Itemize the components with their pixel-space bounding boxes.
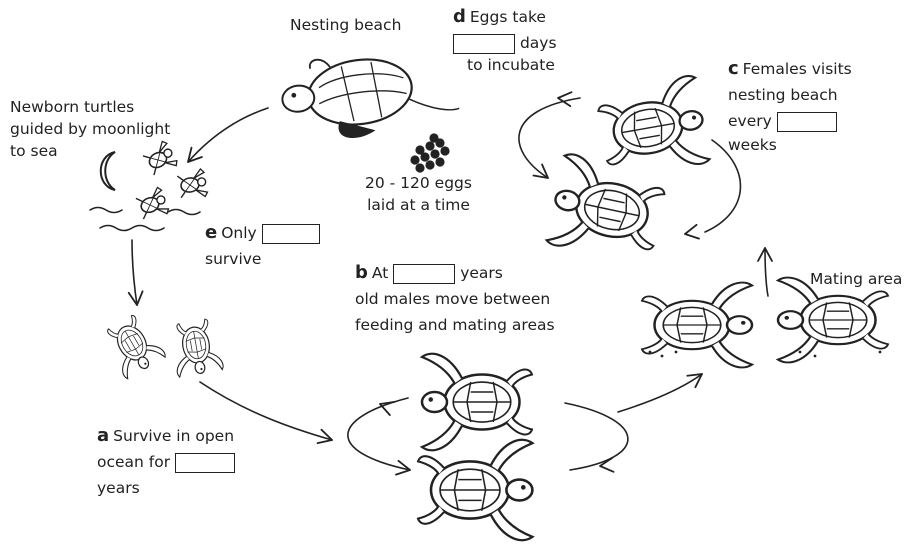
question-e-letter: e	[205, 222, 217, 243]
hatchling-2	[177, 168, 208, 200]
mating-area-label: Mating area	[810, 268, 902, 290]
arrow-beach-to-newborns	[188, 108, 268, 162]
question-b-letter: b	[355, 262, 368, 283]
mating-ground-dots	[649, 351, 882, 358]
question-d-line-1: Eggs take	[470, 8, 546, 26]
question-e-line-1: Only	[221, 224, 257, 242]
question-c-line-2: nesting beach	[728, 84, 852, 106]
eggs-cluster-icon	[410, 133, 449, 172]
newborn-line-1: Newborn turtles	[10, 96, 170, 118]
feeding-turtle-bottom	[418, 440, 532, 540]
question-c-line-1: Females visits	[743, 60, 852, 78]
question-c-letter: c	[728, 58, 739, 79]
mating-turtle-right	[778, 278, 888, 363]
eggs-laid-line-2: laid at a time	[365, 194, 472, 216]
nesting-turtle	[277, 41, 461, 147]
question-d-line-2: days	[520, 34, 557, 52]
nesting-beach-label: Nesting beach	[290, 14, 401, 36]
question-b-line-2: old males move between	[355, 288, 555, 310]
question-a-letter: a	[97, 425, 109, 446]
answer-box-d[interactable]	[453, 34, 515, 54]
newborn-label: Newborn turtles guided by moonlight to s…	[10, 96, 170, 162]
question-b-line-1a: At	[372, 264, 388, 282]
juvenile-turtle-1	[100, 311, 166, 380]
arrow-feeding-loop-left	[348, 398, 410, 470]
answer-box-a[interactable]	[175, 453, 235, 473]
question-b-line-3: feeding and mating areas	[355, 314, 555, 336]
juvenile-turtle-2	[169, 317, 224, 377]
newborn-line-2: guided by moonlight	[10, 118, 170, 140]
mating-turtle-left	[642, 283, 752, 368]
arrow-mating-up	[765, 248, 768, 296]
question-a-line-1: Survive in open	[113, 427, 234, 445]
eggs-laid-label: 20 - 120 eggs laid at a time	[365, 172, 472, 216]
arrow-to-mating	[618, 374, 702, 412]
question-c-line-3: every	[728, 112, 772, 130]
question-c-line-4: weeks	[728, 134, 852, 156]
answer-box-c[interactable]	[777, 112, 837, 132]
question-b-line-1b: years	[460, 264, 503, 282]
arrow-feeding-loop-right	[565, 403, 628, 470]
hatchling-3	[135, 186, 170, 222]
question-a-line-3: years	[97, 477, 235, 499]
question-e-line-2: survive	[205, 248, 320, 270]
visiting-turtle-bottom	[546, 153, 669, 266]
newborn-line-3: to sea	[10, 140, 170, 162]
feeding-turtle-top	[422, 354, 532, 450]
visiting-turtle-top	[595, 75, 710, 180]
question-a-line-2: ocean for	[97, 453, 170, 471]
eggs-laid-line-1: 20 - 120 eggs	[365, 172, 472, 194]
arrow-nesting-loop-left	[519, 98, 580, 178]
answer-box-b[interactable]	[393, 264, 455, 284]
question-d-line-3: to incubate	[467, 54, 557, 76]
arrow-newborns-down	[132, 240, 137, 305]
answer-box-e[interactable]	[262, 224, 320, 244]
question-d-letter: d	[453, 6, 466, 27]
